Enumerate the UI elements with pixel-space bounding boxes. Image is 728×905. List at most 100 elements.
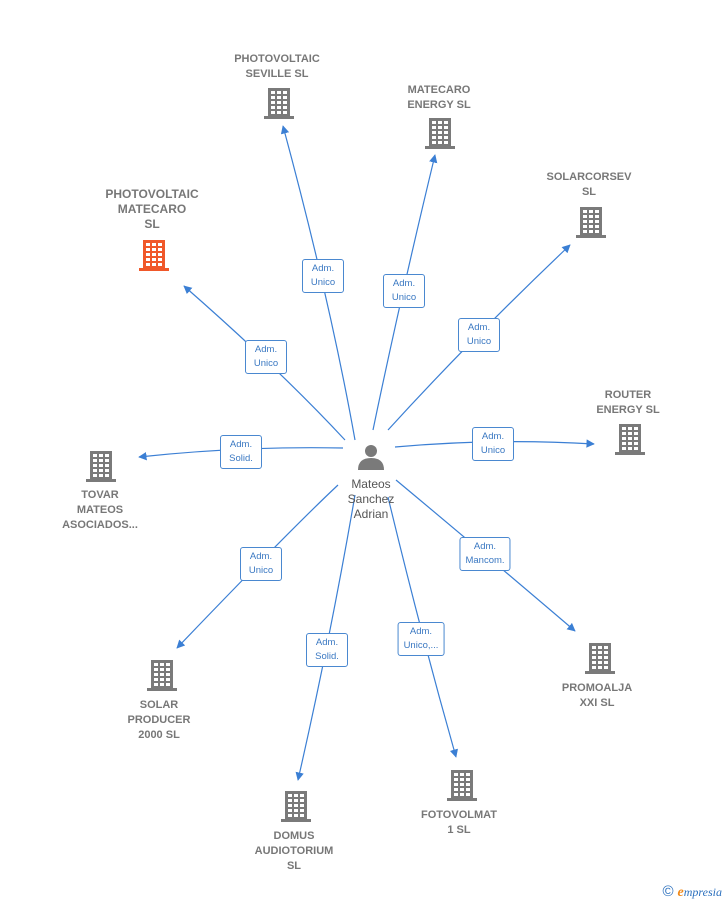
person-name[interactable]: Mateos Sanchez Adrian	[347, 477, 395, 521]
building-base	[447, 798, 477, 801]
building-icon-matecaro-energy[interactable]	[425, 118, 455, 149]
building-window	[634, 447, 638, 450]
building-window	[604, 651, 608, 654]
brand-name: mpresia	[683, 885, 722, 899]
building-window	[592, 666, 596, 669]
company-label-domus-audiotorium[interactable]: DOMUS AUDIOTORIUM SL	[254, 830, 334, 872]
building-window	[271, 101, 275, 104]
building-window	[294, 809, 298, 812]
building-window	[592, 661, 596, 664]
building-window	[628, 432, 632, 435]
building-window	[277, 96, 281, 99]
building-window	[454, 778, 458, 781]
building-window	[152, 243, 156, 246]
building-window	[466, 783, 470, 786]
building-window	[166, 673, 170, 676]
building-icon-router-energy[interactable]	[615, 424, 645, 455]
building-icon-solarcorsev[interactable]	[576, 207, 606, 238]
building-icon-domus-audiotorium[interactable]	[281, 791, 311, 822]
building-window	[634, 427, 638, 430]
building-window	[583, 225, 587, 228]
building-window	[432, 131, 436, 134]
company-label-photovoltaic-matecaro[interactable]: PHOTOVOLTAIC MATECARO SL	[105, 187, 199, 231]
building-window	[99, 459, 103, 462]
building-window	[288, 804, 292, 807]
building-window	[300, 814, 304, 817]
building-window	[99, 464, 103, 467]
building-icon-solar-producer[interactable]	[147, 660, 177, 691]
building-window	[622, 442, 626, 445]
relation-badge-fotovolmat: Adm. Unico,...	[397, 622, 445, 656]
relation-badge-router-energy: Adm. Unico	[472, 427, 514, 461]
person-icon[interactable]	[358, 445, 384, 470]
building-base	[576, 235, 606, 238]
building-window	[294, 799, 298, 802]
company-label-matecaro-energy[interactable]: MATECARO ENERGY SL	[407, 84, 471, 111]
building-window	[160, 673, 164, 676]
company-label-router-energy[interactable]: ROUTER ENERGY SL	[596, 389, 660, 416]
building-window	[432, 126, 436, 129]
building-icon-fotovolmat[interactable]	[447, 770, 477, 801]
company-label-solar-producer[interactable]: SOLAR PRODUCER 2000 SL	[127, 699, 191, 741]
relation-badge-solarcorsev: Adm. Unico	[458, 318, 500, 352]
building-window	[595, 230, 599, 233]
building-window	[99, 474, 103, 477]
building-window	[166, 668, 170, 671]
building-window	[146, 243, 150, 246]
company-label-photovoltaic-seville[interactable]: PHOTOVOLTAIC SEVILLE SL	[234, 53, 320, 80]
building-window	[466, 773, 470, 776]
company-label-promoalja[interactable]: PROMOALJA XXI SL	[561, 682, 633, 709]
building-window	[460, 773, 464, 776]
building-window	[454, 773, 458, 776]
building-window	[160, 683, 164, 686]
building-window	[598, 661, 602, 664]
building-window	[454, 793, 458, 796]
company-label-tovar-mateos[interactable]: TOVAR MATEOS ASOCIADOS...	[62, 489, 138, 531]
building-window	[592, 651, 596, 654]
building-window	[438, 141, 442, 144]
relation-badge-photovoltaic-matecaro: Adm. Unico	[245, 340, 287, 374]
building-window	[166, 678, 170, 681]
building-base	[139, 268, 169, 271]
building-window	[283, 101, 287, 104]
building-icon-promoalja[interactable]	[585, 643, 615, 674]
company-label-solarcorsev[interactable]: SOLARCORSEV SL	[546, 171, 632, 198]
building-window	[592, 646, 596, 649]
building-icon-photovoltaic-seville[interactable]	[264, 88, 294, 119]
building-window	[595, 210, 599, 213]
building-window	[438, 131, 442, 134]
building-base	[147, 688, 177, 691]
building-window	[283, 96, 287, 99]
building-window	[105, 469, 109, 472]
building-window	[454, 783, 458, 786]
building-window	[628, 447, 632, 450]
building-icon-tovar-mateos[interactable]	[86, 451, 116, 482]
building-window	[583, 220, 587, 223]
company-label-fotovolmat[interactable]: FOTOVOLMAT 1 SL	[421, 809, 497, 836]
building-window	[454, 788, 458, 791]
building-window	[160, 663, 164, 666]
building-window	[158, 243, 162, 246]
building-window	[583, 230, 587, 233]
building-window	[283, 106, 287, 109]
building-window	[288, 814, 292, 817]
building-window	[460, 788, 464, 791]
building-window	[438, 136, 442, 139]
building-window	[271, 96, 275, 99]
building-window	[271, 91, 275, 94]
building-window	[160, 668, 164, 671]
building-window	[460, 783, 464, 786]
building-window	[146, 253, 150, 256]
building-window	[300, 809, 304, 812]
empresia-watermark[interactable]: ©empresia	[662, 883, 722, 901]
building-window	[154, 663, 158, 666]
copyright-symbol: ©	[662, 883, 674, 900]
relation-badge-matecaro-energy: Adm. Unico	[383, 274, 425, 308]
building-window	[105, 459, 109, 462]
building-window	[166, 683, 170, 686]
building-window	[604, 666, 608, 669]
building-window	[466, 788, 470, 791]
building-icon-photovoltaic-matecaro[interactable]	[139, 240, 169, 271]
relation-badge-solar-producer: Adm. Unico	[240, 547, 282, 581]
